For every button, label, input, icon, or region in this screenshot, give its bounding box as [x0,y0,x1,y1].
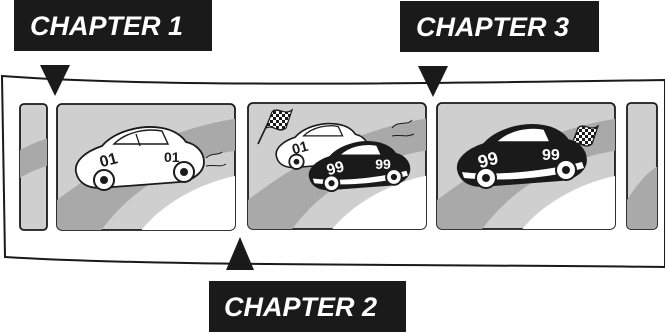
film-frame-partial-right [627,103,660,232]
chapter-3-label: CHAPTER 3 [416,12,569,42]
film-frame-2: 01 99 99 [248,103,430,232]
film-frame-3: 99 99 [437,103,620,232]
car-number: 99 [542,147,560,164]
film-frame-1: 01 01 [57,104,240,232]
car-number: 01 [164,149,180,165]
film-strip: 01 01 01 [2,76,665,267]
car-number: 99 [375,156,391,172]
chapter-1-label: CHAPTER 1 [30,11,183,41]
chapter-2-label: CHAPTER 2 [224,292,377,322]
film-frame-partial-left [20,104,50,230]
